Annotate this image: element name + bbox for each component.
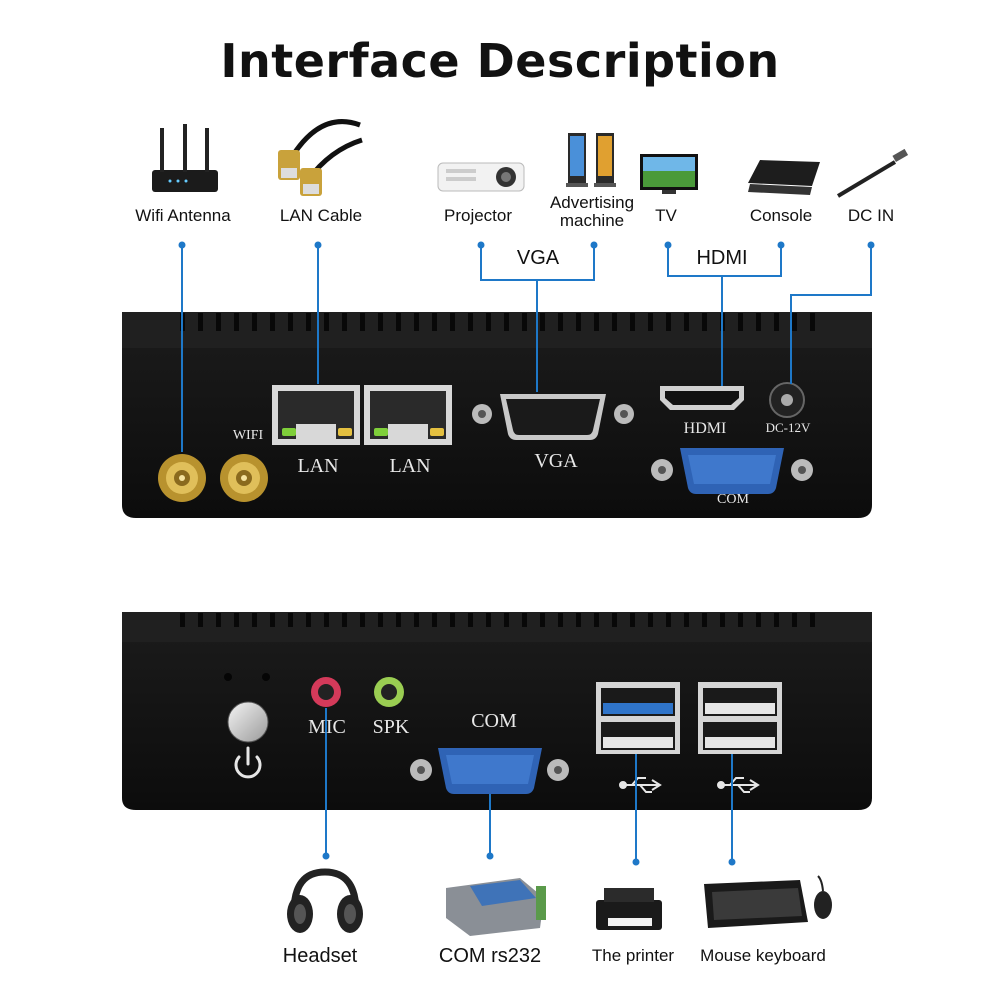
vga-port xyxy=(472,394,634,440)
headset-icon xyxy=(287,868,363,933)
mouse-keyboard-label: Mouse keyboard xyxy=(700,946,826,965)
com-rs232-label: COM rs232 xyxy=(438,945,542,967)
headset-label: Headset xyxy=(282,945,358,967)
rear-com-port xyxy=(651,448,813,494)
lan1-port-label: LAN xyxy=(297,455,339,477)
advertising-line1: Advertising xyxy=(549,193,635,212)
com-rs232-adapter-icon xyxy=(446,878,546,936)
console-icon xyxy=(748,160,820,195)
dc-jack xyxy=(769,382,805,418)
usb-port-pair-2 xyxy=(698,682,782,754)
front-case xyxy=(122,612,872,810)
advertising-machine-icon xyxy=(566,133,616,187)
power-button xyxy=(227,701,269,743)
lan-cable-label: LAN Cable xyxy=(279,206,363,225)
wifi-port-1 xyxy=(158,454,206,502)
page-title: Interface Description xyxy=(220,34,780,88)
lan-cable-icon xyxy=(278,119,363,196)
front-com-port xyxy=(410,748,569,794)
usb-symbol-icon xyxy=(619,777,662,793)
hdmi-port-label: HDMI xyxy=(683,420,727,437)
rear-case xyxy=(122,312,872,518)
dc-in-label: DC IN xyxy=(847,206,895,225)
spk-label: SPK xyxy=(372,716,410,738)
led-indicator-2 xyxy=(262,673,270,681)
vga-group-label: VGA xyxy=(516,247,560,269)
spk-jack xyxy=(374,677,404,707)
hdmi-group-label: HDMI xyxy=(696,247,748,269)
usb-port-pair-1 xyxy=(596,682,680,754)
usb-symbol-icon xyxy=(717,777,760,793)
tv-icon xyxy=(640,154,698,194)
lan-port-2 xyxy=(364,385,452,445)
advertising-line2: machine xyxy=(559,211,625,230)
mic-label: MIC xyxy=(308,716,346,738)
vga-port-label: VGA xyxy=(534,450,578,472)
printer-label: The printer xyxy=(591,946,675,965)
keyboard-mouse-icon xyxy=(704,875,832,928)
router-icon xyxy=(152,124,218,192)
wifi-port-2 xyxy=(220,454,268,502)
mic-jack xyxy=(311,677,341,707)
led-indicator-1 xyxy=(224,673,232,681)
lan2-port-label: LAN xyxy=(389,455,431,477)
front-vents xyxy=(180,613,815,627)
projector-label: Projector xyxy=(443,206,513,225)
dc-cable-icon xyxy=(836,148,909,198)
projector-icon xyxy=(437,162,525,192)
wifi-port-label: WIFI xyxy=(232,428,264,443)
hdmi-port xyxy=(660,386,744,410)
console-label: Console xyxy=(749,206,813,225)
rear-com-label: COM xyxy=(717,492,749,507)
connector-dots xyxy=(178,241,875,866)
dc-12v-label: DC-12V xyxy=(765,420,811,435)
connector-lines xyxy=(181,245,872,862)
advertising-machine-label: Advertising machine xyxy=(540,194,644,230)
front-com-label: COM xyxy=(471,710,517,732)
lan-port-1 xyxy=(272,385,360,445)
power-icon xyxy=(234,746,262,779)
wifi-antenna-label: Wifi Antenna xyxy=(135,206,231,225)
printer-icon xyxy=(596,888,662,930)
tv-label: TV xyxy=(655,206,677,225)
